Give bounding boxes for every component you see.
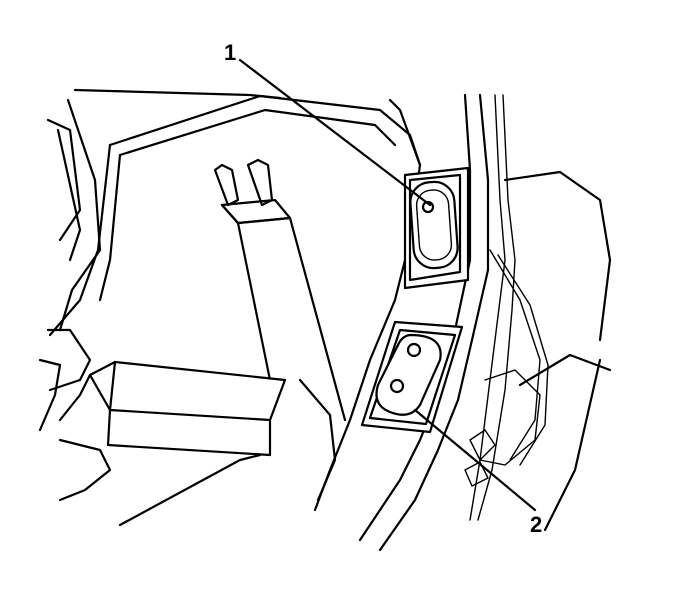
switch-2 xyxy=(360,320,464,434)
callout-2: 2 xyxy=(530,512,543,537)
cushion-right xyxy=(503,170,612,532)
wiring-harness xyxy=(464,94,549,521)
console-block xyxy=(58,360,287,457)
callout-1: 1 xyxy=(224,40,237,65)
strap-assembly xyxy=(213,158,347,422)
switch-1 xyxy=(403,166,470,290)
leader-line-1 xyxy=(238,58,432,207)
leader-line-2 xyxy=(413,408,537,512)
